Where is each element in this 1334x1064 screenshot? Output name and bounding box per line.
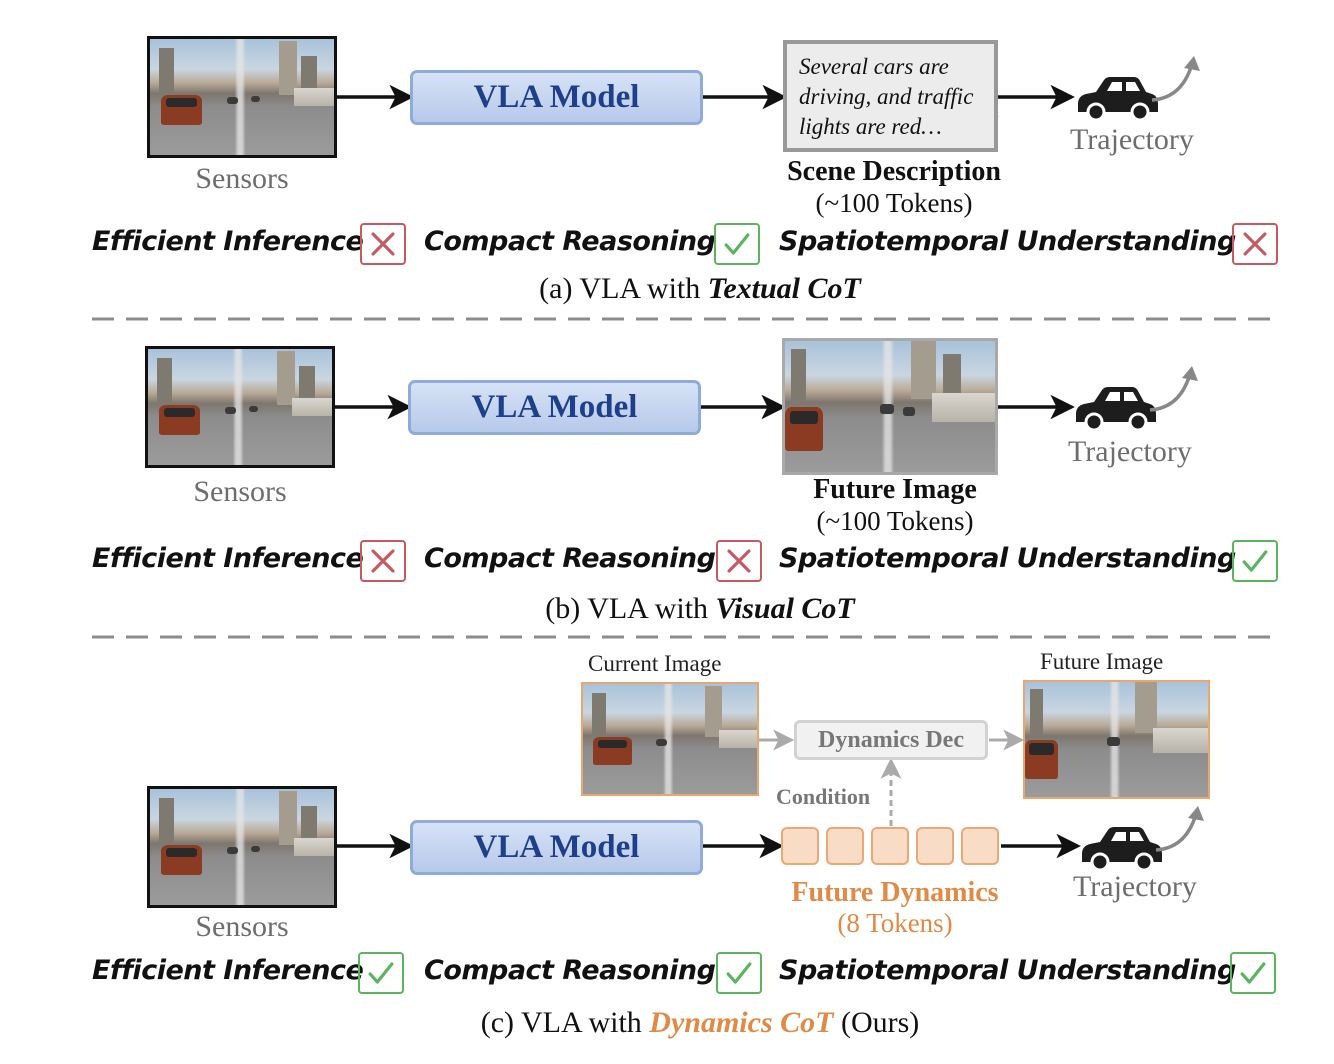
sensors-label: Sensors	[193, 475, 287, 508]
cot-title: Future Image	[813, 474, 977, 505]
criterion-spatio: Spatiotemporal Understanding	[779, 543, 1236, 574]
cot-token-count: (~100 Tokens)	[816, 506, 974, 536]
mark-c-2	[1230, 952, 1276, 994]
mark-b-0	[360, 540, 406, 582]
criterion-compact: Compact Reasoning	[424, 955, 716, 986]
caption-prefix: (c) VLA with	[480, 1006, 650, 1039]
vla-model-box: VLA Model	[410, 820, 703, 875]
caption-suffix: (Ours)	[833, 1006, 920, 1039]
criterion-spatio: Spatiotemporal Understanding	[779, 955, 1236, 986]
check-icon	[1242, 550, 1268, 572]
caption-c: (c) VLA with Dynamics CoT (Ours)	[300, 1006, 1100, 1040]
check-icon	[1240, 962, 1266, 984]
criterion-efficient: Efficient Inference	[92, 955, 364, 986]
dynamics-token	[781, 827, 819, 865]
current-image	[581, 682, 759, 796]
cot-token-count: (8 Tokens)	[837, 908, 953, 938]
cross-icon	[727, 549, 751, 573]
check-icon	[726, 962, 752, 984]
caption-method: Visual CoT	[715, 592, 855, 625]
future-image-c	[1023, 680, 1210, 799]
caption-a: (a) VLA with Textual CoT	[300, 272, 1100, 306]
curved-arrow-icon	[1150, 54, 1202, 102]
check-icon	[724, 233, 750, 255]
mark-a-1	[714, 223, 760, 265]
condition-label: Condition	[776, 784, 871, 809]
curved-arrow-icon	[1148, 364, 1200, 412]
mark-b-2	[1232, 540, 1278, 582]
criterion-compact: Compact Reasoning	[424, 226, 716, 257]
sensor-image-c	[147, 786, 337, 908]
mark-c-0	[358, 952, 404, 994]
caption-method: Dynamics CoT	[649, 1006, 834, 1039]
criterion-spatio: Spatiotemporal Understanding	[779, 226, 1236, 257]
mark-a-2	[1232, 223, 1278, 265]
caption-method: Textual CoT	[707, 272, 861, 305]
criterion-compact: Compact Reasoning	[424, 543, 716, 574]
cross-icon	[371, 232, 395, 256]
dynamics-token	[961, 827, 999, 865]
vla-model-box: VLA Model	[410, 70, 703, 125]
criterion-efficient: Efficient Inference	[92, 226, 364, 257]
curved-arrow-icon	[1154, 804, 1206, 852]
caption-prefix: (b) VLA with	[545, 592, 716, 625]
current-image-label: Current Image	[588, 651, 722, 676]
future-dynamics-tokens	[781, 827, 1001, 867]
cot-title: Scene Description	[787, 156, 1001, 187]
car-icon	[1074, 385, 1158, 432]
trajectory-label: Trajectory	[1070, 123, 1194, 156]
cot-title: Future Dynamics	[791, 877, 999, 908]
dynamics-decoder-box: Dynamics Dec	[794, 720, 988, 760]
check-icon	[368, 962, 394, 984]
car-icon	[1076, 75, 1160, 122]
sensors-label: Sensors	[195, 910, 289, 943]
mark-a-0	[360, 223, 406, 265]
car-icon	[1080, 825, 1164, 872]
cross-icon	[371, 549, 395, 573]
sensor-image-b	[145, 346, 335, 468]
mark-c-1	[716, 952, 762, 994]
caption-prefix: (a) VLA with	[539, 272, 708, 305]
future-image-b	[782, 338, 998, 475]
future-image-label: Future Image	[1040, 649, 1164, 674]
cot-token-count: (~100 Tokens)	[815, 188, 973, 218]
dynamics-token	[871, 827, 909, 865]
trajectory-label: Trajectory	[1068, 435, 1192, 468]
mark-b-1	[716, 540, 762, 582]
cross-icon	[1243, 232, 1267, 256]
trajectory-label: Trajectory	[1073, 870, 1197, 903]
dynamics-token	[916, 827, 954, 865]
scene-description-note: Several cars are driving, and traffic li…	[783, 40, 998, 152]
dynamics-token	[826, 827, 864, 865]
criterion-efficient: Efficient Inference	[92, 543, 364, 574]
sensors-label: Sensors	[195, 162, 289, 195]
vla-model-box: VLA Model	[408, 380, 701, 435]
caption-b: (b) VLA with Visual CoT	[300, 592, 1100, 626]
sensor-image-a	[147, 36, 337, 158]
